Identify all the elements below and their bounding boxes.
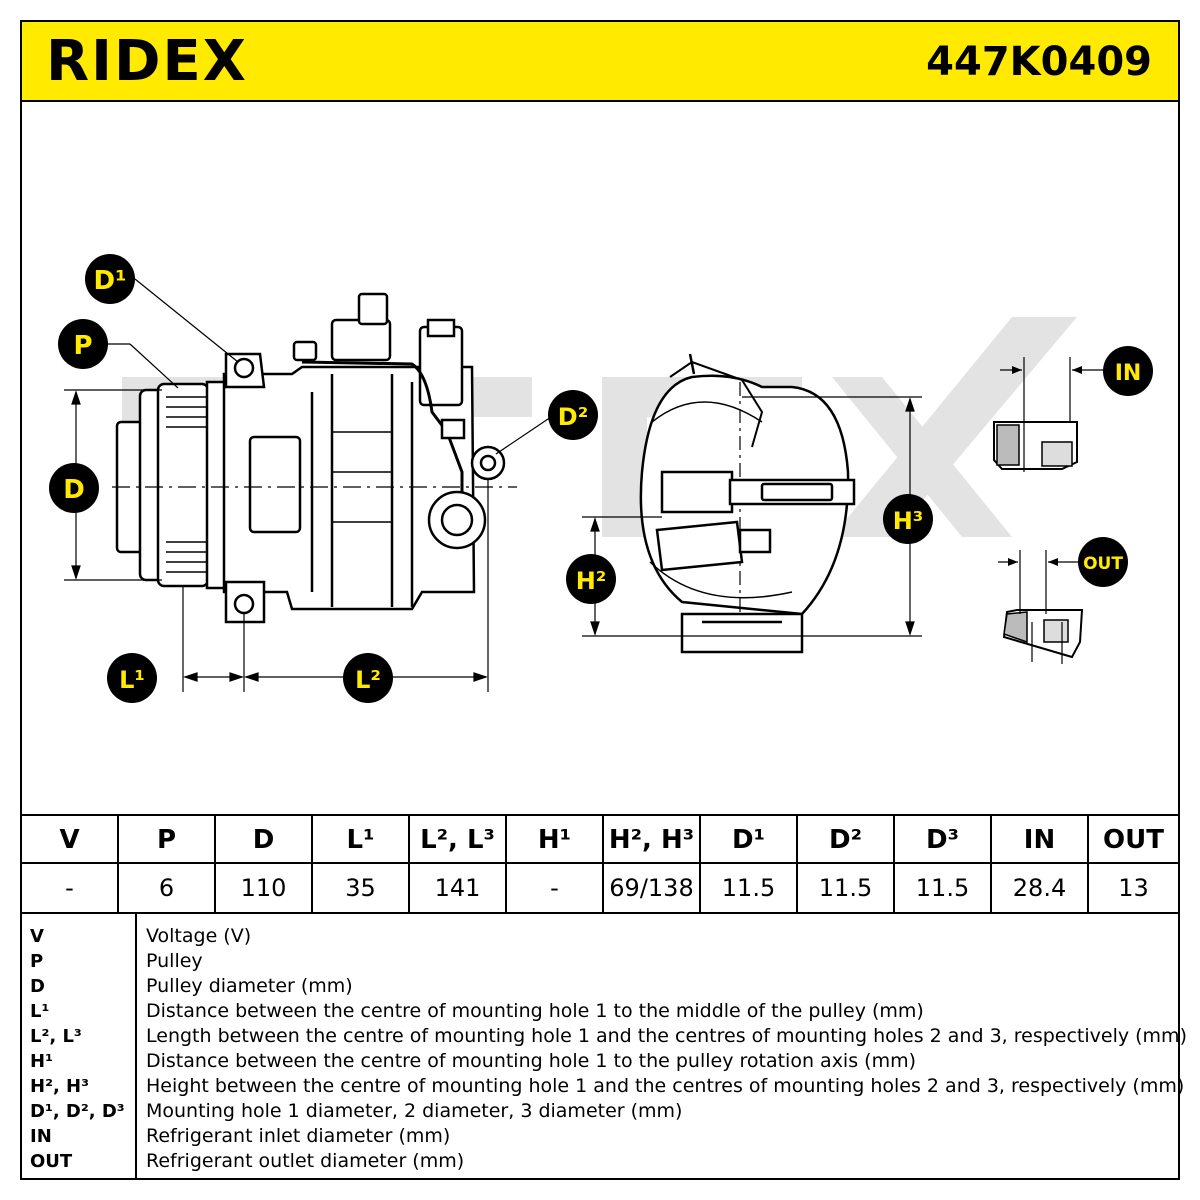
spec-column: IN 28.4 bbox=[992, 816, 1089, 912]
spec-value: - bbox=[65, 874, 74, 902]
legend-description: Length between the centre of mounting ho… bbox=[146, 1025, 1187, 1047]
spec-column: OUT 13 bbox=[1089, 816, 1178, 912]
legend-row: H², H³ Height between the centre of mount… bbox=[22, 1074, 1184, 1099]
callout-d: D bbox=[49, 463, 99, 513]
svg-text:D²: D² bbox=[558, 403, 588, 431]
legend-row: OUT Refrigerant outlet diameter (mm) bbox=[22, 1149, 1178, 1174]
legend-description: Voltage (V) bbox=[146, 925, 252, 947]
legend-row: L¹ Distance between the centre of mountin… bbox=[22, 999, 1178, 1024]
legend-description: Distance between the centre of mounting … bbox=[146, 1050, 916, 1072]
svg-text:L²: L² bbox=[355, 666, 381, 694]
spec-header: H¹ bbox=[507, 816, 602, 864]
legend-symbol: V bbox=[30, 926, 44, 947]
brand-logo: RIDEX bbox=[46, 29, 248, 94]
legend-description: Refrigerant inlet diameter (mm) bbox=[146, 1125, 451, 1147]
spec-value: - bbox=[550, 874, 559, 902]
legend-description: Distance between the centre of mounting … bbox=[146, 1000, 924, 1022]
legend-symbol: IN bbox=[30, 1126, 52, 1147]
spec-header: P bbox=[119, 816, 214, 864]
svg-text:D: D bbox=[63, 475, 85, 505]
spec-column: V- bbox=[22, 816, 119, 912]
svg-text:H³: H³ bbox=[893, 507, 924, 535]
spec-header: H², H³ bbox=[604, 816, 699, 864]
callout-l2: L² bbox=[343, 653, 393, 703]
spec-header: D bbox=[216, 816, 311, 864]
svg-text:D¹: D¹ bbox=[94, 266, 127, 296]
spec-header: D¹ bbox=[701, 816, 796, 864]
spec-column: D³ 11.5 bbox=[895, 816, 992, 912]
spec-header: L², L³ bbox=[410, 816, 505, 864]
spec-value: 11.5 bbox=[915, 874, 970, 902]
spec-value: 13 bbox=[1118, 874, 1149, 902]
spec-column: D¹ 11.5 bbox=[701, 816, 798, 912]
svg-text:L¹: L¹ bbox=[119, 666, 145, 694]
legend-row: P Pulley bbox=[22, 949, 1178, 974]
spec-value: 11.5 bbox=[721, 874, 776, 902]
legend-symbol: D bbox=[30, 976, 45, 997]
svg-text:H²: H² bbox=[576, 567, 607, 595]
spec-column: D 110 bbox=[216, 816, 313, 912]
callout-h3: H³ bbox=[883, 494, 933, 544]
spec-column: L¹ 35 bbox=[313, 816, 410, 912]
legend-row: D Pulley diameter (mm) bbox=[22, 974, 1178, 999]
legend-description: Height between the centre of mounting ho… bbox=[146, 1075, 1185, 1097]
legend-symbol: P bbox=[30, 951, 44, 972]
legend-symbol: OUT bbox=[30, 1151, 73, 1172]
outlet-port-section bbox=[998, 550, 1084, 664]
spec-value: 141 bbox=[434, 874, 481, 902]
spec-header: D² bbox=[798, 816, 893, 864]
legend-description: Mounting hole 1 diameter, 2 diameter, 3 … bbox=[146, 1100, 683, 1122]
spec-header: L¹ bbox=[313, 816, 408, 864]
technical-drawing: D¹ P D D² L¹ L² H² H³ bbox=[49, 254, 1153, 703]
callout-d2: D² bbox=[548, 390, 598, 440]
inlet-port-section bbox=[993, 357, 1107, 472]
legend-symbol: H², H³ bbox=[30, 1076, 90, 1097]
legend-row: IN Refrigerant inlet diameter (mm) bbox=[22, 1124, 1178, 1149]
svg-text:P: P bbox=[73, 331, 92, 361]
spec-header: IN bbox=[992, 816, 1087, 864]
legend-symbol: D¹, D², D³ bbox=[30, 1101, 125, 1122]
spec-value: 11.5 bbox=[818, 874, 873, 902]
spec-column: D² 11.5 bbox=[798, 816, 895, 912]
legend-row: D¹, D², D³ Mounting hole 1 diameter, 2 di… bbox=[22, 1099, 1178, 1124]
legend-row: L², L³ Length between the centre of mount… bbox=[22, 1024, 1187, 1049]
legend-description: Pulley bbox=[146, 950, 203, 972]
callout-out: OUT bbox=[1078, 537, 1128, 587]
callout-in: IN bbox=[1103, 346, 1153, 396]
spec-value: 28.4 bbox=[1012, 874, 1067, 902]
spec-value: 6 bbox=[158, 874, 175, 902]
spec-column: L², L³ 141 bbox=[410, 816, 507, 912]
callout-h2: H² bbox=[566, 554, 616, 604]
spec-header: V bbox=[22, 816, 117, 864]
spec-value: 110 bbox=[240, 874, 287, 902]
part-number: 447K0409 bbox=[926, 39, 1152, 85]
compressor-side-view bbox=[112, 292, 517, 624]
svg-text:OUT: OUT bbox=[1083, 554, 1123, 574]
legend-divider bbox=[135, 914, 137, 1178]
spec-value: 69/138 bbox=[609, 874, 694, 902]
legend-row: V Voltage (V) bbox=[22, 924, 1178, 949]
spec-column: H², H³ 69/138 bbox=[604, 816, 701, 912]
spec-header: OUT bbox=[1089, 816, 1178, 864]
legend-symbol: H¹ bbox=[30, 1051, 53, 1072]
legend-description: Refrigerant outlet diameter (mm) bbox=[146, 1150, 465, 1172]
compressor-front-view bbox=[639, 353, 856, 654]
datasheet: RIDEX 447K0409 bbox=[20, 20, 1187, 1180]
spec-column: H¹ - bbox=[507, 816, 604, 912]
spec-value: 35 bbox=[345, 874, 376, 902]
legend-symbol: L¹ bbox=[30, 1001, 50, 1022]
spec-header: D³ bbox=[895, 816, 990, 864]
callout-p: P bbox=[58, 319, 108, 369]
header-bar: RIDEX 447K0409 bbox=[22, 22, 1178, 102]
legend-description: Pulley diameter (mm) bbox=[146, 975, 353, 997]
svg-text:IN: IN bbox=[1115, 361, 1142, 386]
callout-l1: L¹ bbox=[107, 653, 157, 703]
legend-row: H¹ Distance between the centre of mountin… bbox=[22, 1049, 1178, 1074]
legend-symbol: L², L³ bbox=[30, 1026, 82, 1047]
callout-d1: D¹ bbox=[85, 254, 135, 304]
